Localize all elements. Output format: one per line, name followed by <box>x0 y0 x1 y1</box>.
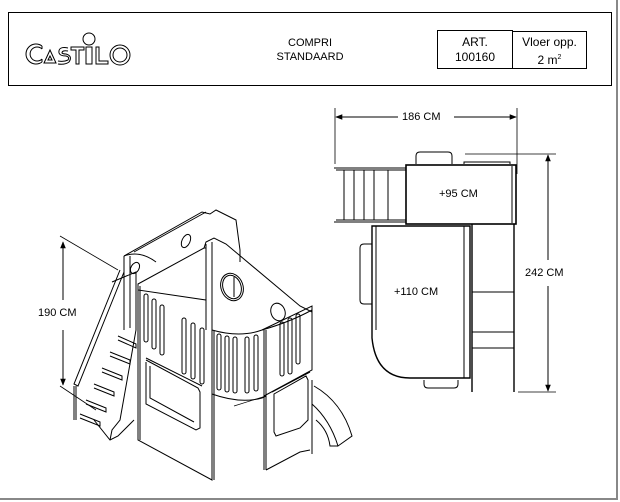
floor-area-label: Vloer opp. <box>522 35 577 49</box>
article-label: ART. <box>462 35 488 49</box>
front-right-slots <box>279 313 301 377</box>
upper-platform-height-label: +95 CM <box>439 188 478 200</box>
isometric-view <box>59 209 353 481</box>
lower-platform <box>371 225 471 379</box>
front-right-wall <box>261 305 313 397</box>
curved-panel-slots <box>216 333 259 394</box>
depth-dimension-label: 242 CM <box>525 267 564 279</box>
title-block <box>8 12 612 86</box>
slide <box>311 385 353 447</box>
width-dimension-label: 186 CM <box>402 111 441 123</box>
height-dimension-line <box>59 235 119 411</box>
product-name-line1: COMPRI <box>288 37 332 49</box>
lower-platform-height-label: +110 CM <box>394 286 439 298</box>
right-tall-wall <box>203 237 313 313</box>
plan-slide <box>471 224 515 392</box>
front-left-slots <box>143 293 205 385</box>
front-left-window <box>145 359 201 431</box>
product-name: COMPRI STANDAARD <box>250 36 370 64</box>
castilo-logo <box>22 22 144 72</box>
floor-area-unit-exponent: 2 <box>557 54 562 61</box>
castilo-logo-graphic <box>25 32 131 66</box>
floor-area-value-wrap: 2 m2 <box>513 50 586 68</box>
depth-dimension-line <box>465 153 556 393</box>
rear-wall <box>123 209 241 262</box>
product-name-line2: STANDAARD <box>276 51 344 63</box>
height-dimension-label: 190 CM <box>38 307 77 319</box>
floor-area-value: 2 m <box>537 53 558 67</box>
front-right-window <box>273 375 309 437</box>
floor-area-box: Vloer opp. 2 m2 <box>512 31 587 69</box>
rear-porthole <box>180 233 192 249</box>
plan-view <box>334 108 556 393</box>
article-number: 100160 <box>454 50 496 64</box>
stair-rail <box>73 269 125 387</box>
article-box: ART. 100160 <box>437 30 513 69</box>
plan-stair <box>334 167 406 223</box>
upper-platform <box>405 164 517 225</box>
width-dimension-line <box>334 108 518 174</box>
front-left-wall <box>137 247 207 301</box>
tall-wall-porthole <box>220 272 244 302</box>
